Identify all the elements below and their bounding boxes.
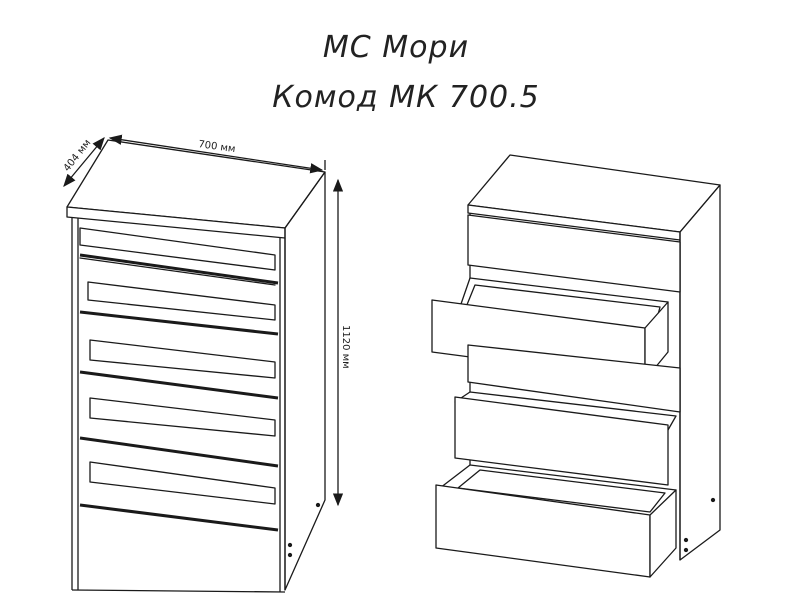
- dimension-height: 1120 мм: [332, 178, 351, 507]
- drawer-5-open: [435, 464, 677, 578]
- drawer-3-closed: [467, 344, 681, 413]
- chest-open-frame-drawing: [66, 139, 326, 593]
- title-series: МС Мори: [322, 30, 470, 65]
- chest-with-drawers-drawing: [431, 154, 721, 578]
- title-product: Комод МК 700.5: [272, 80, 540, 115]
- drawer-4-open: [454, 391, 677, 486]
- drawer-runners: [79, 227, 279, 532]
- drawer-1-closed: [467, 214, 681, 293]
- dimension-width: 700 мм: [108, 134, 326, 174]
- dimension-height-label: 1120 мм: [340, 325, 351, 369]
- dimension-width-label: 700 мм: [198, 139, 237, 155]
